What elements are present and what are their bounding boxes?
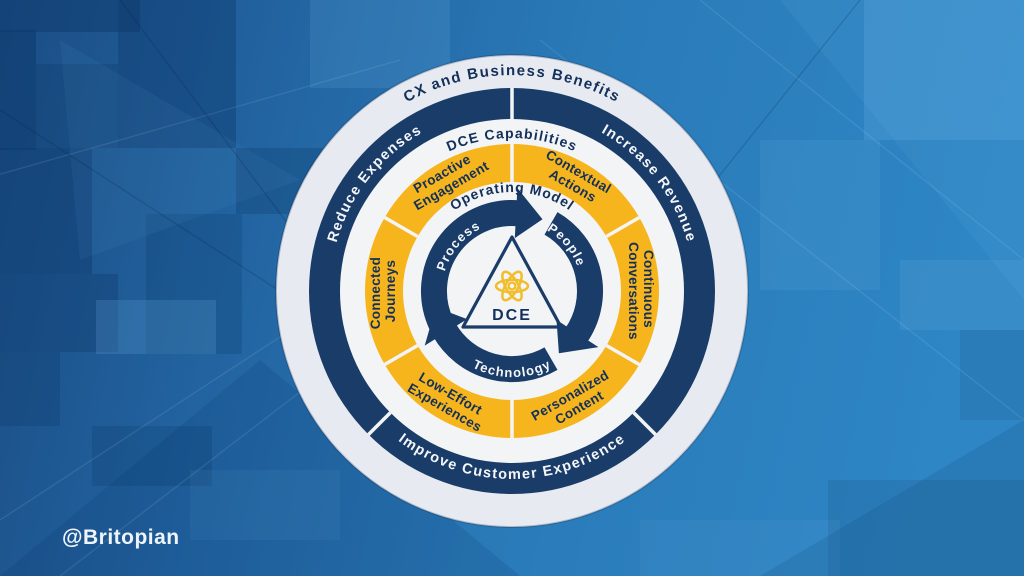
segment-label-line: Continuous xyxy=(641,250,656,328)
atom-icon xyxy=(494,270,530,302)
cycle-arrowhead-top xyxy=(514,188,543,239)
segment-label-line: Journeys xyxy=(383,260,398,322)
cycle-arc-process xyxy=(420,200,520,330)
people-process-technology-cycle xyxy=(420,188,603,383)
core-label: DCE xyxy=(492,307,532,324)
segment-label-line: Conversations xyxy=(626,242,641,340)
cycle-arrowhead-right xyxy=(556,319,599,354)
segment-label-line: Connected xyxy=(368,257,383,329)
ring-dividers xyxy=(367,88,657,438)
segment-label-continuous-conversations: Continuous Conversations xyxy=(626,242,656,340)
core-triangle xyxy=(461,235,563,329)
cycle-arrowhead-left xyxy=(424,307,468,346)
watermark: @Britopian xyxy=(62,526,180,549)
segment-label-connected-journeys: Connected Journeys xyxy=(368,253,398,330)
cycle-arc-technology xyxy=(433,323,558,383)
cycle-arc-people xyxy=(544,212,603,344)
